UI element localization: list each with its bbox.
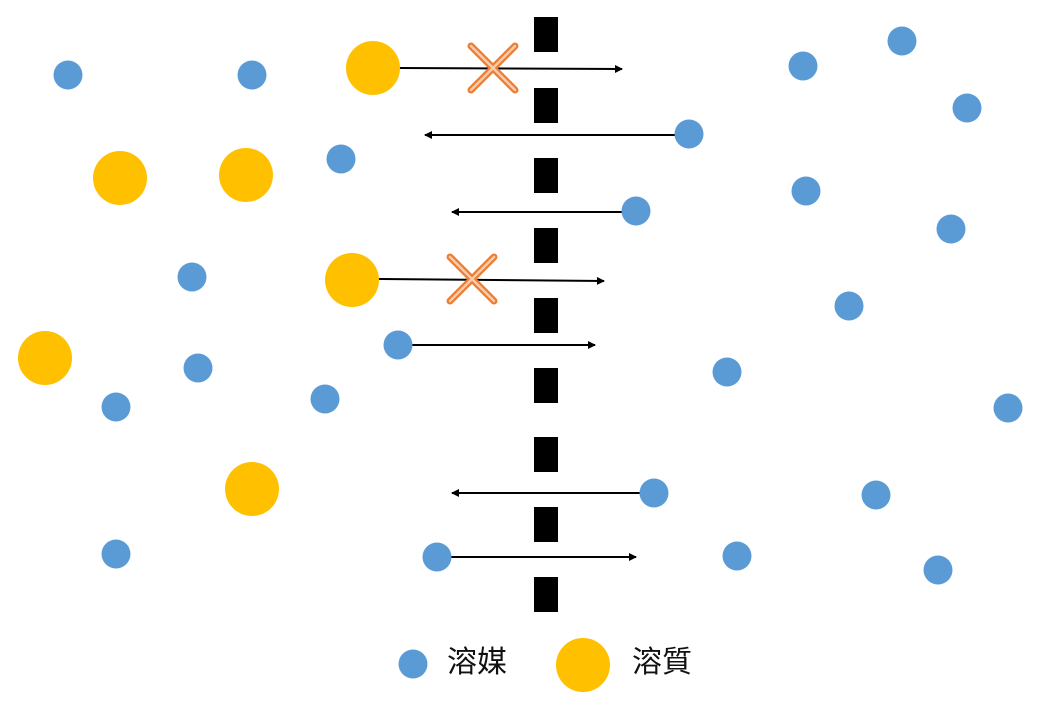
legend-marker-solvent — [398, 649, 428, 679]
solvent-particle — [952, 93, 982, 123]
membrane-segment — [534, 88, 558, 123]
membrane-segment — [534, 228, 558, 263]
solvent-particle — [422, 542, 452, 572]
solvent-particle — [383, 330, 413, 360]
membrane-segment — [534, 17, 558, 52]
legend-item-solute-label: 溶質 — [632, 645, 692, 680]
membrane-segment — [534, 158, 558, 193]
solvent-particle — [53, 60, 83, 90]
solvent-particle — [993, 393, 1023, 423]
solute-particle — [93, 151, 147, 205]
solute-particle — [18, 331, 72, 385]
solvent-particle — [791, 176, 821, 206]
cross-icon — [446, 253, 498, 305]
membrane-segment — [534, 577, 558, 612]
solvent-particle — [310, 384, 340, 414]
solvent-particle — [788, 51, 818, 81]
cross-icon — [467, 42, 519, 94]
solvent-particle — [237, 60, 267, 90]
legend-item-solvent-label: 溶媒 — [447, 645, 507, 680]
solvent-particle — [923, 555, 953, 585]
semipermeable-membrane — [534, 17, 558, 612]
arrow-right-icon — [377, 276, 605, 285]
solvent-particle — [101, 539, 131, 569]
solute-particle — [225, 462, 279, 516]
arrow-right-icon — [399, 64, 623, 73]
solvent-particle — [177, 262, 207, 292]
solvent-particle — [326, 144, 356, 174]
solvent-particle — [861, 480, 891, 510]
solvent-particle — [621, 196, 651, 226]
solvent-particle — [183, 353, 213, 383]
solute-particle — [325, 253, 379, 307]
solute-particle — [346, 41, 400, 95]
solvent-particle — [674, 119, 704, 149]
membrane-segment — [534, 437, 558, 472]
solvent-particle — [712, 357, 742, 387]
legend-marker-solute — [556, 638, 610, 692]
blocked-marks — [446, 42, 519, 305]
membrane-segment — [534, 368, 558, 403]
solvent-particle — [722, 541, 752, 571]
solvent-particle — [834, 291, 864, 321]
solvent-particle — [101, 392, 131, 422]
solute-particle — [219, 148, 273, 202]
solvent-particle — [936, 214, 966, 244]
solvent-particle — [639, 478, 669, 508]
membrane-segment — [534, 298, 558, 333]
legend — [398, 638, 610, 692]
solvent-particle — [887, 26, 917, 56]
solute-particles — [18, 41, 400, 516]
solvent-particles — [53, 26, 1023, 585]
movement-arrows — [377, 64, 675, 561]
membrane-segment — [534, 507, 558, 542]
